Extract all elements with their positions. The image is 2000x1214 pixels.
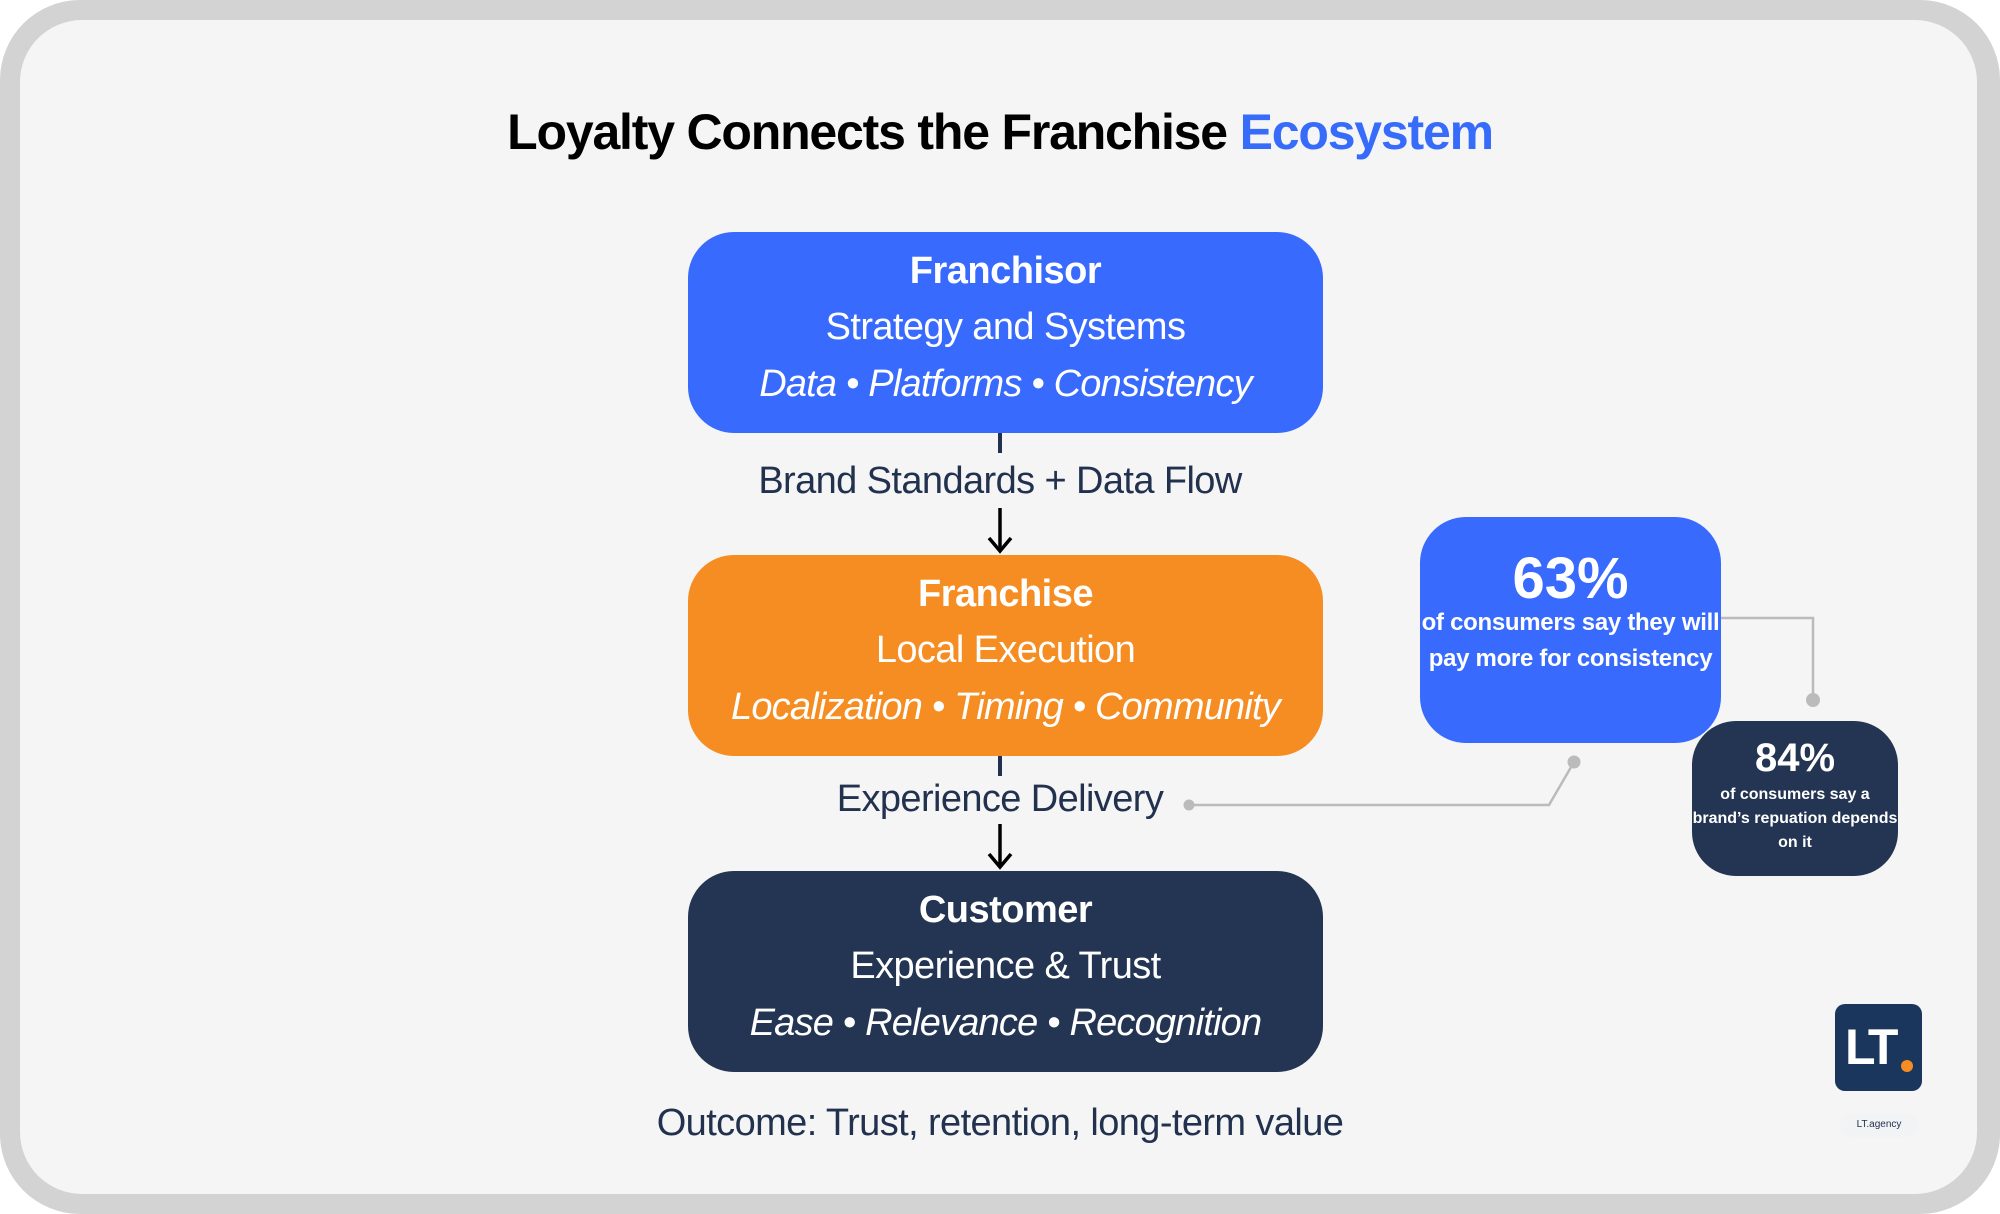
stat-callout-84: 84% of consumers say a brand’s repuation… — [1692, 721, 1898, 876]
logo-mark: LT — [1845, 1019, 1898, 1075]
flow-label-experience-delivery: Experience Delivery — [836, 778, 1164, 820]
node-title: Franchisor — [909, 250, 1102, 292]
node-tags: Data • Platforms • Consistency — [759, 363, 1252, 405]
title-accent: Ecosystem — [1239, 104, 1494, 160]
node-subtitle: Strategy and Systems — [825, 306, 1186, 348]
stat-callout-63: 63% of consumers say they will pay more … — [1420, 517, 1721, 743]
connector-line — [998, 433, 1002, 453]
outcome-text: Outcome: Trust, retention, long-term val… — [656, 1102, 1344, 1144]
node-title: Customer — [918, 889, 1093, 931]
node-title: Franchise — [917, 573, 1094, 615]
brand-logo: LT — [1835, 1004, 1922, 1091]
connector-line — [998, 756, 1002, 776]
node-tags: Localization • Timing • Community — [731, 686, 1281, 728]
logo-dot-icon — [1901, 1060, 1913, 1072]
arrow-down-icon — [987, 824, 1013, 870]
node-subtitle: Local Execution — [875, 629, 1136, 671]
node-franchisor: Franchisor Strategy and Systems Data • P… — [688, 232, 1323, 433]
stat-description: of consumers say a brand’s repuation dep… — [1692, 786, 1898, 851]
flow-label-brand-standards: Brand Standards + Data Flow — [758, 460, 1242, 502]
stat-description: of consumers say they will pay more for … — [1421, 609, 1720, 672]
node-tags: Ease • Relevance • Recognition — [749, 1002, 1263, 1044]
stat-value: 84% — [1754, 736, 1836, 780]
page-title: Loyalty Connects the Franchise Ecosystem — [0, 100, 2000, 164]
node-subtitle: Experience & Trust — [850, 945, 1161, 987]
node-customer: Customer Experience & Trust Ease • Relev… — [688, 871, 1323, 1072]
stat-value: 63% — [1512, 546, 1629, 611]
title-main: Loyalty Connects the Franchise — [507, 104, 1240, 160]
logo-label: LT.agency — [1840, 1113, 1918, 1137]
arrow-down-icon — [987, 508, 1013, 554]
node-franchise: Franchise Local Execution Localization •… — [688, 555, 1323, 756]
